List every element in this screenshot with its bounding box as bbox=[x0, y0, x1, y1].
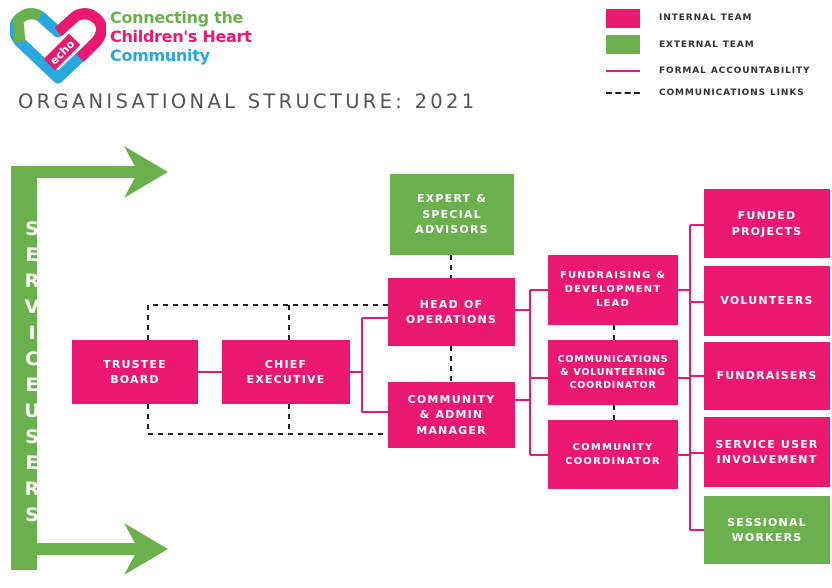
service-users-letter: S bbox=[25, 426, 39, 448]
legend-external-swatch bbox=[606, 35, 640, 54]
service-users-letter: R bbox=[24, 270, 40, 292]
fundraisers-node: FUNDRAISERS bbox=[704, 342, 830, 410]
legend-internal-swatch bbox=[606, 9, 640, 28]
logo-line-3: Community bbox=[110, 46, 210, 65]
legend-formal-line bbox=[606, 70, 640, 72]
page-title: ORGANISATIONAL STRUCTURE: 2021 bbox=[18, 90, 478, 113]
logo-text: Connecting the Children's Heart Communit… bbox=[110, 8, 252, 65]
formal-lines bbox=[198, 224, 704, 531]
legend-formal-label: FORMAL ACCOUNTABILITY bbox=[659, 66, 811, 76]
service-users-arrows bbox=[11, 146, 168, 575]
service-users-letter: E bbox=[25, 374, 39, 396]
service-users-letter: E bbox=[25, 452, 39, 474]
legend-comms-line bbox=[606, 92, 640, 94]
service-users-letter: U bbox=[24, 400, 40, 422]
service-users-letter: E bbox=[25, 244, 39, 266]
service-users-letter: C bbox=[25, 348, 39, 370]
volunteers-node: VOLUNTEERS bbox=[704, 266, 830, 336]
service-users-letter: S bbox=[25, 218, 39, 240]
legend-external-label: EXTERNAL TEAM bbox=[659, 40, 755, 50]
logo-line-1: Connecting the bbox=[110, 8, 244, 27]
service-users-letter: V bbox=[24, 296, 40, 318]
legend-internal-label: INTERNAL TEAM bbox=[659, 13, 753, 23]
logo: echo bbox=[9, 8, 107, 84]
logo-line-2: Children's Heart bbox=[110, 27, 252, 46]
service-users-letter: S bbox=[25, 504, 39, 526]
service-users-letter: I bbox=[28, 322, 36, 344]
service-users-letter: R bbox=[24, 478, 40, 500]
legend-comms-label: COMMUNICATIONS LINKS bbox=[659, 88, 805, 98]
heart-logo-icon: echo bbox=[9, 8, 107, 84]
comms-lines bbox=[147, 255, 615, 435]
